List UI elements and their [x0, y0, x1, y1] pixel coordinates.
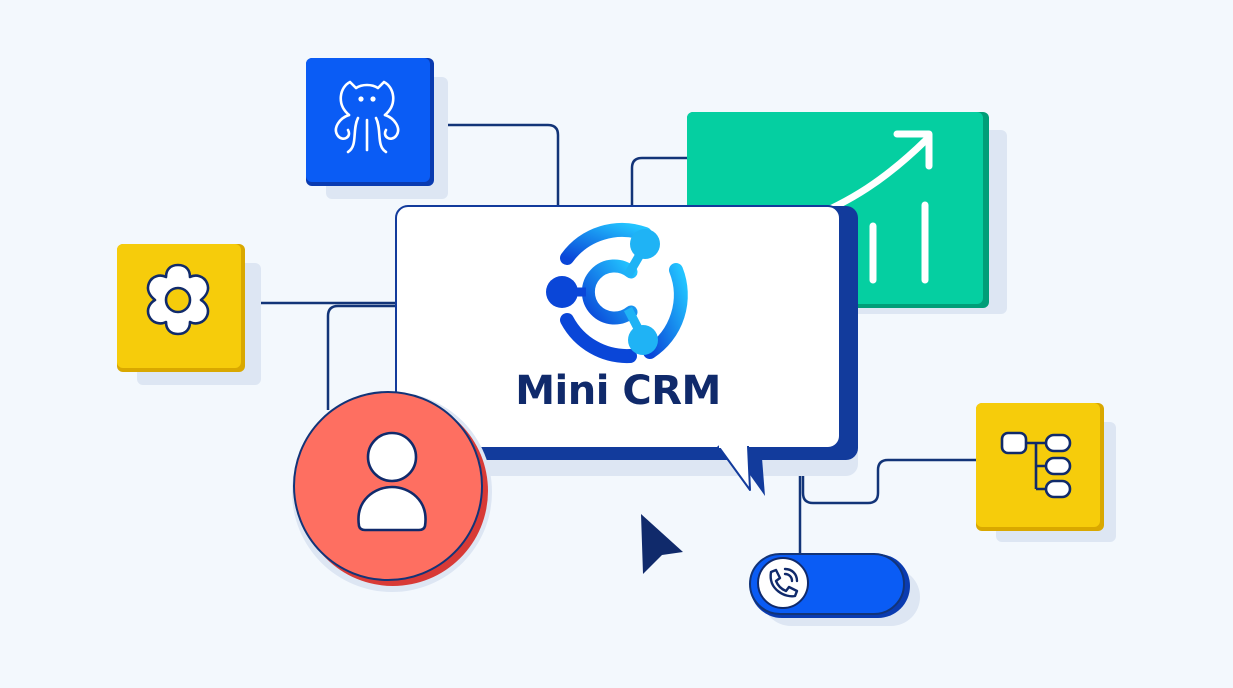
workflow-tile[interactable]: [976, 403, 1116, 542]
brand-name: Mini CRM: [515, 368, 721, 414]
gear-icon: [146, 263, 210, 336]
cursor-arrow-icon: [641, 514, 683, 574]
crm-hub-logo-icon: [546, 223, 688, 364]
connector-lines: [245, 123, 976, 558]
call-toggle[interactable]: [749, 553, 920, 626]
hierarchy-icon: [1000, 431, 1072, 499]
octopus-tile[interactable]: [306, 58, 448, 199]
phone-icon: [769, 567, 799, 598]
settings-tile[interactable]: [117, 244, 261, 385]
contact-badge[interactable]: [292, 391, 492, 592]
bar-marks-icon: [869, 201, 929, 284]
user-icon: [357, 431, 427, 532]
octopus-icon: [334, 80, 400, 154]
